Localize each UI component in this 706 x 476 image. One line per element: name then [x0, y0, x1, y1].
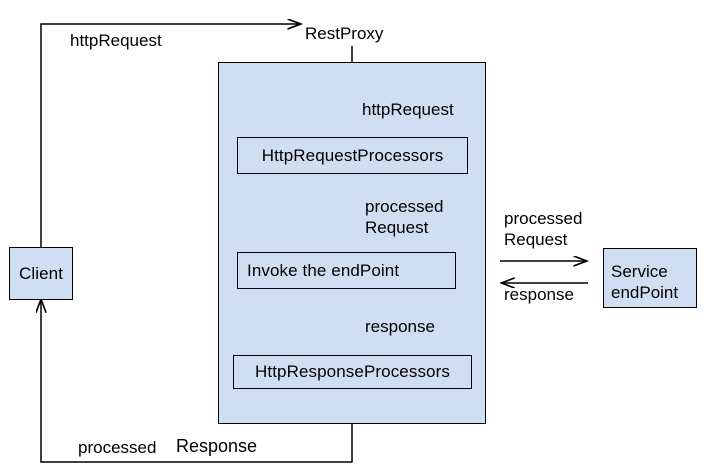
edge-client-to-restproxy	[40, 24, 300, 247]
node-service-endpoint[interactable]	[603, 248, 697, 308]
node-service-endpoint-line-1: Service	[611, 262, 668, 281]
node-http-response-processors-label: HttpResponseProcessors	[255, 362, 450, 381]
node-http-request-processors[interactable]: HttpRequestProcessors	[237, 137, 468, 174]
edge-label-line-2: Request	[365, 217, 429, 237]
node-invoke-endpoint[interactable]: Invoke the endPoint	[237, 252, 456, 289]
node-service-endpoint-label: Service endPoint	[611, 262, 678, 303]
edge-label-proxy-to-client-word-2: Response	[176, 436, 258, 456]
edge-label-client-to-restproxy: httpRequest	[70, 31, 162, 50]
edge-label-invoke-to-response-processors: response	[365, 317, 435, 336]
node-invoke-endpoint-label: Invoke the endPoint	[247, 260, 400, 280]
node-client[interactable]: Client	[9, 247, 73, 300]
edge-label-line-1: processed	[504, 209, 583, 228]
node-label-restproxy: RestProxy	[305, 24, 384, 43]
edge-label-restproxy-to-request-processors: httpRequest	[362, 100, 454, 119]
node-http-request-processors-label: HttpRequestProcessors	[261, 145, 444, 165]
edge-label-line-2: Request	[504, 229, 568, 249]
node-http-response-processors[interactable]: HttpResponseProcessors	[233, 355, 472, 389]
node-client-label: Client	[18, 263, 64, 283]
edge-label-service-to-invoke: response	[504, 285, 574, 304]
node-service-endpoint-line-2: endPoint	[611, 282, 679, 302]
edge-label-proxy-to-client-word-1: processed	[78, 438, 157, 457]
edge-proxy-to-client	[41, 300, 353, 463]
edge-label-request-processors-to-invoke: processed Request	[365, 197, 443, 238]
edge-label-invoke-to-service: processed Request	[504, 209, 582, 250]
edge-label-line-1: processed	[365, 197, 444, 216]
